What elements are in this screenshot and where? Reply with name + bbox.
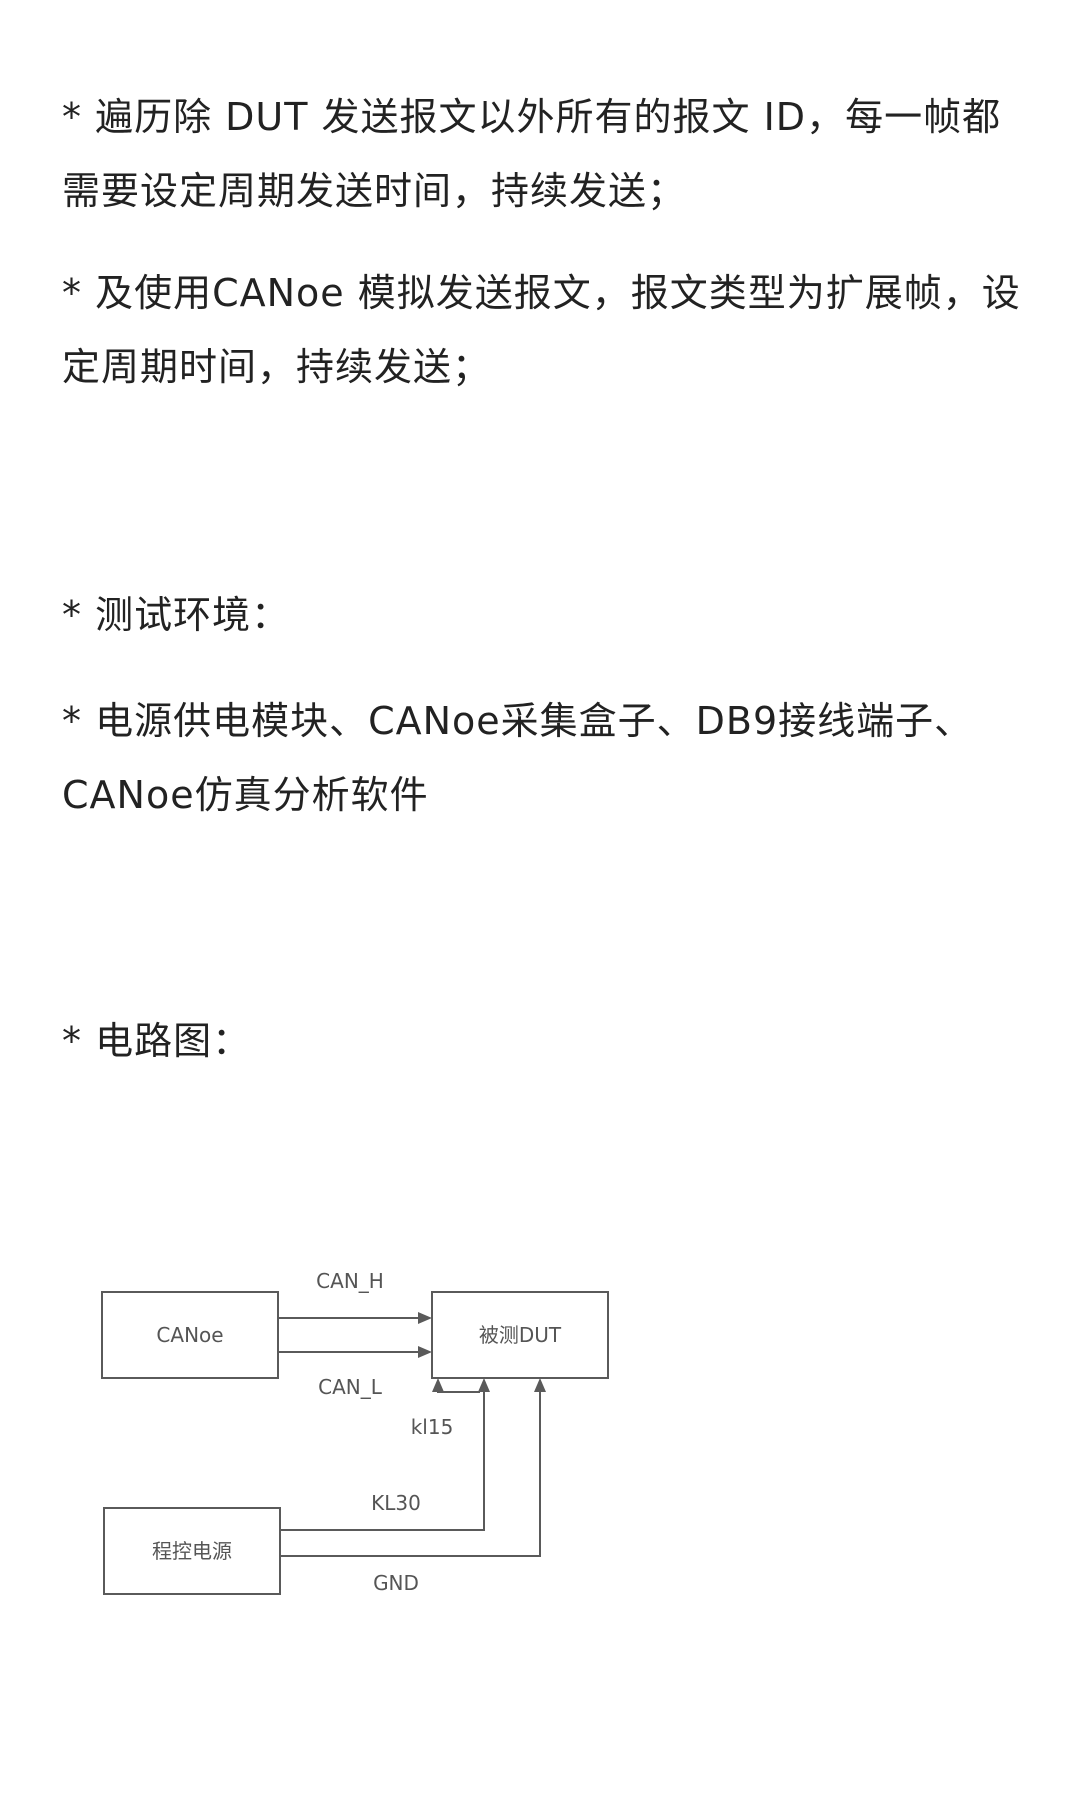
can-l-wire: CAN_L — [278, 1346, 432, 1399]
paragraph-test-equipment: * 电源供电模块、CANoe采集盒子、DB9接线端子、CANoe仿真分析软件 — [62, 699, 974, 817]
power-supply-box-label: 程控电源 — [152, 1539, 232, 1563]
kl30-wire: KL30 — [280, 1378, 490, 1531]
can-h-wire: CAN_H — [278, 1269, 432, 1324]
dut-box: 被测DUT — [431, 1291, 609, 1379]
dut-box-label: 被测DUT — [479, 1323, 562, 1347]
gnd-label: GND — [373, 1571, 419, 1595]
kl15-wire: kl15 — [411, 1378, 480, 1439]
paragraph-test-environment-heading: * 测试环境： — [62, 593, 291, 637]
circuit-diagram: CANoe 被测DUT 程控电源 CAN_H CAN_L kl15 KL30 G… — [101, 1269, 609, 1595]
paragraph-traverse-ids: * 遍历除 DUT 发送报文以外所有的报文 ID，每一帧都需要设定周期发送时间，… — [62, 95, 1002, 213]
canoe-box-label: CANoe — [156, 1323, 223, 1347]
canoe-box: CANoe — [101, 1291, 279, 1379]
can-l-label: CAN_L — [318, 1375, 383, 1399]
paragraph-circuit-heading: * 电路图： — [62, 1019, 252, 1063]
gnd-wire: GND — [280, 1378, 546, 1595]
power-supply-box: 程控电源 — [103, 1507, 281, 1595]
can-h-label: CAN_H — [316, 1269, 384, 1293]
paragraph-canoe-simulation: * 及使用CANoe 模拟发送报文，报文类型为扩展帧，设定周期时间，持续发送； — [62, 271, 1021, 389]
kl15-label: kl15 — [411, 1415, 454, 1439]
kl30-label: KL30 — [371, 1491, 421, 1515]
